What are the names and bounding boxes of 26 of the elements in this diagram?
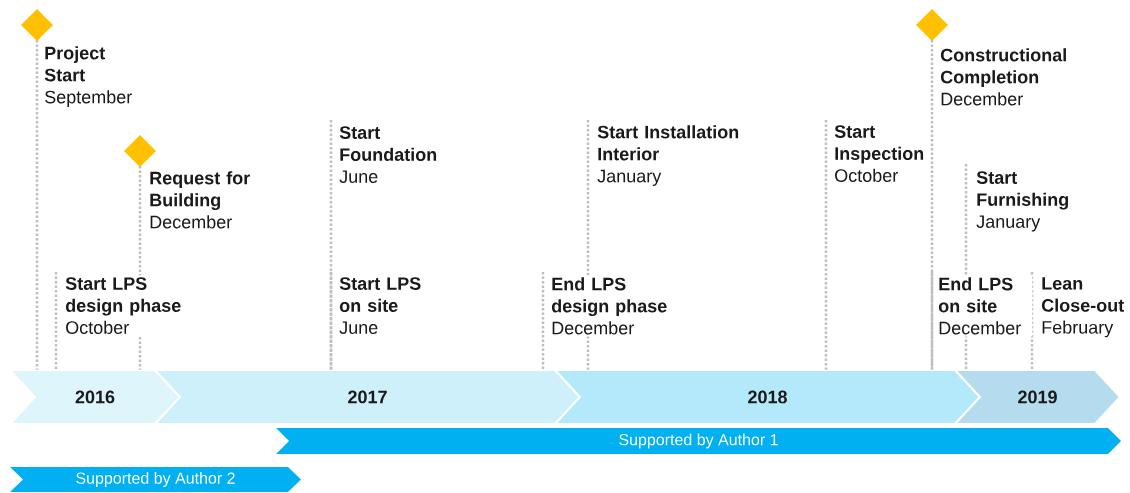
support-bar: Supported by Author 1 <box>276 428 1121 454</box>
leader-line <box>541 272 545 370</box>
year-band: 2016 <box>7 369 182 425</box>
milestone-label: Request for Building December <box>150 171 250 229</box>
milestone-label: Start Installation Interior January <box>597 125 739 186</box>
milestone-label: Start LPS design phase October <box>63 275 193 336</box>
leader-line <box>824 120 828 370</box>
leader-line <box>930 272 934 370</box>
milestone-label: Constructional Completion December <box>940 48 1066 106</box>
milestone-label: End LPS design phase December <box>549 275 679 337</box>
leader-line <box>1030 272 1034 370</box>
leader-line <box>54 272 58 370</box>
leader-line <box>35 40 39 370</box>
year-band: 2017 <box>152 369 582 425</box>
milestone-label: Start Furnishing January <box>976 171 1068 232</box>
milestone-label: Start Foundation June <box>339 126 437 183</box>
milestone-label: Lean Close-out February <box>1041 277 1124 338</box>
year-band: 2019 <box>952 369 1122 425</box>
milestone-label: Start Inspection October <box>834 125 924 182</box>
leader-line <box>329 272 333 370</box>
support-bar: Supported by Author 2 <box>10 467 301 492</box>
milestone-label: Start LPS on site June <box>339 277 421 334</box>
milestone-label: End LPS on site December <box>936 275 1033 337</box>
leader-line <box>930 40 934 370</box>
milestone-label: Project Start September <box>44 46 132 107</box>
leader-line <box>329 120 333 370</box>
